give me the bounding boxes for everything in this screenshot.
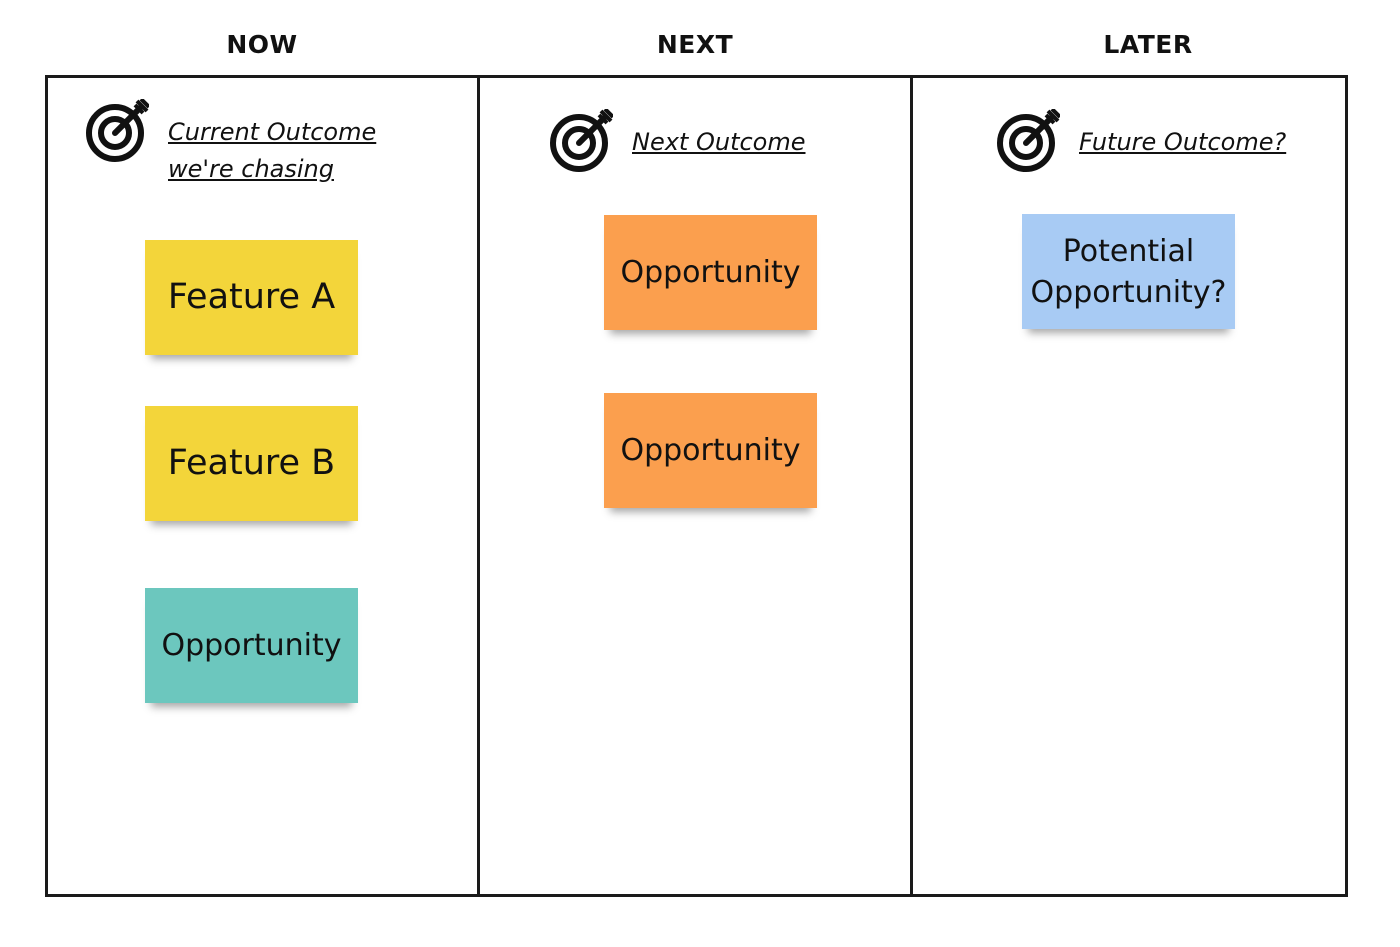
sticky-note-opportunity[interactable]: Opportunity xyxy=(604,393,817,508)
column-divider xyxy=(910,75,913,897)
target-icon xyxy=(86,99,149,162)
outcome-label: Next Outcome xyxy=(632,128,806,156)
column-header-next: NEXT xyxy=(656,30,734,59)
sticky-note-potential-opportunity[interactable]: Potential Opportunity? xyxy=(1022,214,1235,329)
column-divider xyxy=(477,75,480,897)
target-icon xyxy=(997,109,1060,172)
outcome-label: Current Outcome we're chasing xyxy=(168,118,377,183)
sticky-note-feature-a[interactable]: Feature A xyxy=(145,240,358,355)
column-header-later: LATER xyxy=(1103,30,1193,59)
outcome-label: Future Outcome? xyxy=(1079,128,1287,156)
sticky-note-feature-b[interactable]: Feature B xyxy=(145,406,358,521)
roadmap-board xyxy=(45,75,1348,897)
sticky-note-opportunity[interactable]: Opportunity xyxy=(604,215,817,330)
column-header-now: NOW xyxy=(226,30,298,59)
target-icon xyxy=(550,109,613,172)
sticky-note-opportunity[interactable]: Opportunity xyxy=(145,588,358,703)
